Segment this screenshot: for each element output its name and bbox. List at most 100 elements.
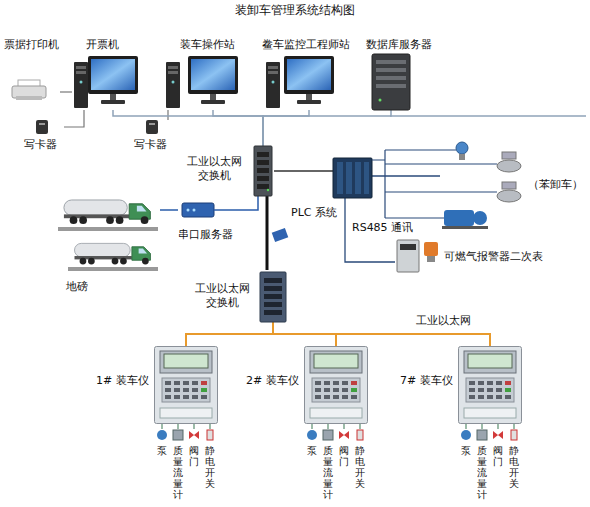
static-switch-icon [511, 430, 517, 440]
connector-line [236, 196, 258, 210]
transmitter-icon [456, 142, 468, 160]
switch-icon [257, 184, 269, 189]
pump-icon [307, 430, 317, 440]
connector-label: RS485 通讯 [350, 221, 415, 235]
plc-icon [333, 158, 372, 198]
static-switch-icon [207, 430, 213, 440]
device-label: 阀门 [339, 445, 349, 467]
card-reader-node: 写卡器 [132, 120, 172, 153]
device-label: 质量流量计 [323, 445, 333, 500]
node-label: （苯卸车） [528, 178, 583, 192]
card-reader-node: 写卡器 [18, 120, 64, 153]
valve-icon [189, 431, 199, 439]
card-reader-icon [146, 120, 158, 134]
computer-icon [74, 62, 88, 108]
connector-line [186, 322, 273, 346]
pump-motor-icon [444, 210, 474, 226]
gas-alarm-node: 可燃气报警器二次表 [395, 238, 545, 274]
server-icon [376, 76, 406, 80]
truck-scale-node: 地磅 [58, 192, 160, 296]
switch-icon [254, 146, 272, 196]
server-icon [376, 84, 406, 88]
static-switch-icon [207, 430, 517, 440]
switch-icon [260, 272, 286, 322]
gas-alarm-icon [400, 244, 416, 250]
connector-line [263, 110, 391, 146]
pump-icon [461, 430, 471, 440]
transmitter-icon [456, 142, 468, 154]
valve-icon [502, 152, 516, 159]
serial-server-node: 串口服务器 [178, 202, 236, 243]
server-node: 数据库服务器 [366, 38, 436, 110]
node-label: 可燃气报警器二次表 [444, 250, 543, 264]
device-label: 泵 [307, 445, 317, 456]
valve-icon [502, 182, 516, 189]
device-label: 阀门 [189, 445, 199, 467]
computer-icon [88, 56, 138, 104]
converter-icon [272, 228, 289, 242]
connector-line [274, 170, 333, 172]
truck-scale [64, 200, 150, 224]
computer-icon [188, 56, 238, 104]
pump-motor-icon [442, 210, 488, 229]
connector-line [167, 110, 168, 120]
converter-icon [272, 228, 289, 242]
network-label: 工业以太网 [416, 314, 471, 328]
node-label: 鲞车监控工程师站 [262, 38, 350, 52]
unloading-node: （苯卸车） [440, 140, 586, 232]
switch-icon [254, 146, 272, 196]
loading-controller-node: 2# 装车仪 [246, 346, 370, 424]
valve-icon [497, 190, 521, 202]
node-label: 1# 装车仪 [96, 374, 149, 388]
connector-line [266, 196, 269, 270]
computer-icon [74, 56, 334, 108]
device-label: 静电开关 [355, 445, 365, 489]
server-icon [372, 54, 410, 110]
computer-node: 装车操作站 [164, 38, 244, 110]
serial-server-icon [187, 209, 190, 212]
switch-icon [257, 160, 269, 165]
computer-node: 鲞车监控工程师站 [262, 38, 362, 110]
loading-controller-node: 1# 装车仪 [96, 346, 220, 424]
gas-alarm-icon [397, 240, 438, 272]
node-label: 工业以太网 交换机 [182, 155, 246, 183]
switch-icon [264, 286, 282, 291]
serial-server-icon [214, 209, 236, 211]
plc-icon [337, 162, 343, 194]
node-label: 2# 装车仪 [246, 374, 299, 388]
gas-alarm-icon [427, 256, 435, 262]
connector-line [64, 110, 84, 127]
node-label: 数据库服务器 [366, 38, 432, 52]
node-label: 写卡器 [134, 138, 167, 152]
device-label: 泵 [461, 445, 471, 456]
switch-node: 工业以太网 交换机 [182, 146, 274, 196]
printer-icon [12, 80, 46, 100]
node-label: 票据打印机 [4, 38, 59, 52]
node-label: 写卡器 [24, 138, 57, 152]
plc-icon [333, 158, 372, 198]
server-icon [376, 68, 406, 72]
pump-motor-icon [442, 226, 488, 229]
field-drop-line [162, 424, 514, 429]
static-switch-icon [357, 430, 363, 440]
computer-icon [284, 56, 334, 104]
card-reader-icon [36, 120, 158, 134]
switch-icon [260, 272, 286, 322]
loading-controller [305, 347, 368, 424]
device-label: 静电开关 [205, 445, 215, 489]
truck-scale [58, 227, 158, 231]
node-label: PLC 系统 [291, 206, 337, 220]
serial-server-icon [182, 203, 214, 217]
switch-icon [257, 168, 269, 173]
field-drop-line [162, 424, 514, 429]
device-label: 静电开关 [509, 445, 519, 489]
printer-node: 票据打印机 [4, 38, 60, 104]
switch-icon [257, 176, 269, 181]
device-label: 泵 [157, 445, 167, 456]
node-label: 7# 装车仪 [400, 374, 453, 388]
pump-motor-icon [473, 211, 487, 225]
flowmeter-icon [173, 430, 183, 440]
switch-icon [264, 302, 282, 307]
switch-icon [264, 310, 282, 315]
